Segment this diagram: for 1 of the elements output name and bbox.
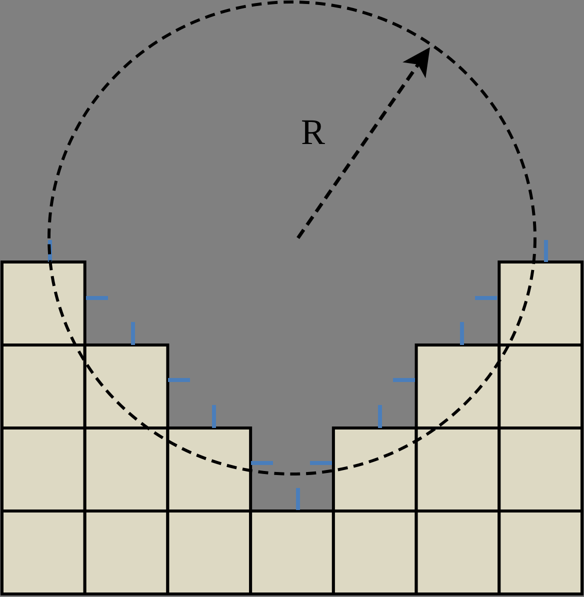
radius-label: R [301,114,326,150]
